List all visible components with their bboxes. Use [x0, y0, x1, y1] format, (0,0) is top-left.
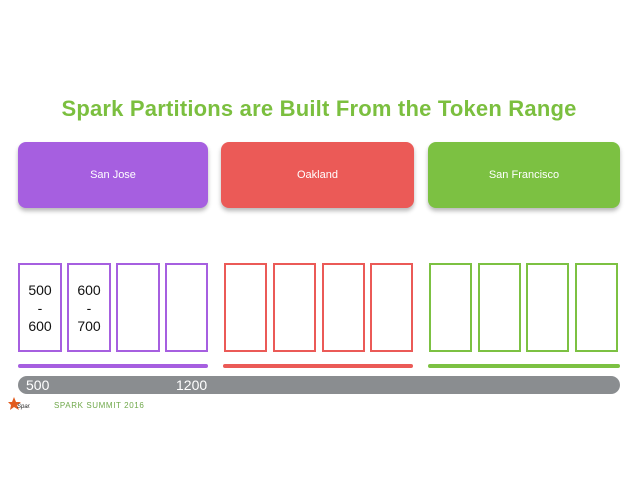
region-san-francisco: San Francisco	[428, 142, 620, 208]
partition-separator: -	[37, 299, 43, 316]
partition-end: 700	[77, 317, 101, 334]
partition-box	[273, 263, 316, 352]
partition-box	[116, 263, 160, 352]
partition-separator: -	[86, 299, 92, 316]
spark-logo-icon: Spark	[8, 397, 30, 410]
partition-box	[526, 263, 569, 352]
region-label: Oakland	[297, 169, 338, 181]
partition-box	[478, 263, 521, 352]
event-footer: SPARK SUMMIT 2016	[54, 401, 145, 410]
partition-box: 600 - 700	[67, 263, 111, 352]
partition-end: 600	[28, 317, 52, 334]
region-label: San Francisco	[488, 169, 560, 181]
partition-start: 500	[28, 281, 52, 298]
token-range-bar	[18, 376, 620, 394]
partition-start: 600	[77, 281, 101, 298]
region-san-jose: San Jose	[18, 142, 208, 208]
region-label: San Jose	[90, 169, 136, 181]
san-francisco-underline	[428, 364, 620, 368]
oakland-underline	[223, 364, 413, 368]
san-jose-underline	[18, 364, 208, 368]
range-start-label: 500	[26, 377, 50, 393]
region-oakland: Oakland	[221, 142, 414, 208]
svg-text:Spark: Spark	[17, 404, 30, 410]
partition-box	[429, 263, 472, 352]
partition-box	[165, 263, 208, 352]
slide-title: Spark Partitions are Built From the Toke…	[61, 96, 577, 121]
partition-box: 500 - 600	[18, 263, 62, 352]
range-end-label: 1200	[176, 377, 208, 393]
partition-box	[575, 263, 618, 352]
partition-box	[224, 263, 267, 352]
partition-box	[370, 263, 413, 352]
partition-box	[322, 263, 365, 352]
